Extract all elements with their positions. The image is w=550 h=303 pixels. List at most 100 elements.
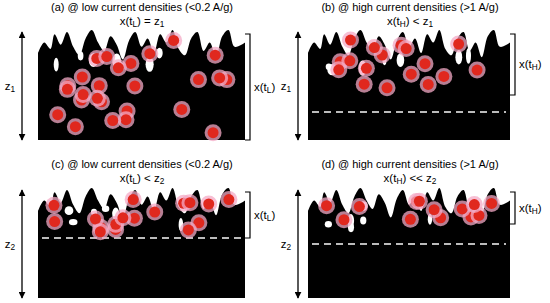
ion-halo [141,45,158,62]
ion-halo [125,191,142,208]
ion-halo [220,191,237,208]
ion-halo [180,221,197,238]
ion-dot [429,204,440,215]
ion-dot [129,80,140,91]
ion-dot [176,104,187,115]
ion-dot [203,199,214,210]
ion-halo [205,124,222,141]
depth-line [312,243,506,245]
thickness-arrow [297,190,298,298]
ion-halo [190,71,207,88]
ion-halo [59,81,76,98]
ion-halo [398,40,415,57]
pore [360,217,366,225]
equation: x(tH) < z1 [387,15,433,28]
thickness-label: z2 [5,238,15,251]
ion-dot [359,79,370,90]
ion-dot [208,127,219,138]
ion-halo [469,62,486,79]
depth-line [42,237,241,239]
ion-dot [369,42,380,53]
pore [78,51,84,60]
ion-dot [113,62,124,73]
ion-dot [120,114,131,125]
ion-dot [183,224,194,235]
pore [466,48,471,64]
ion-halo [351,198,368,215]
porous-carbon [308,30,510,140]
ion-halo [335,211,352,228]
ion-dot [223,194,234,205]
ion-dot [354,201,365,212]
equation: x(tL) < z2 [120,172,165,185]
ion-dot [77,71,88,82]
ion-dot [144,48,155,59]
ion-halo [75,86,92,103]
ion-halo [49,106,66,123]
depth-bracket [245,34,250,140]
ion-halo [420,76,437,93]
panel-title: (d) @ high current densities (>1 A/g) [321,158,498,171]
porous-carbon [38,30,245,140]
electrode-panel [22,30,250,141]
thickness-arrow [297,32,298,140]
depth-bracket [245,192,250,238]
thickness-label: z1 [281,80,291,93]
ion-halo [402,211,419,228]
ion-dot [338,214,349,225]
panel-title: (a) @ low current densities (<0.2 A/g) [51,1,233,14]
ion-dot [401,43,412,54]
depth-bracket [510,34,515,95]
ion-dot [486,198,497,209]
ion-halo [114,209,131,226]
ion-dot [361,63,372,74]
ion-halo [146,204,163,221]
ion-halo [417,55,434,72]
ion-dot [52,109,63,120]
ion-halo [318,197,335,214]
ion-dot [70,121,81,132]
panel-title: (b) @ high current densities (>1 A/g) [321,1,498,14]
ion-halo [366,39,383,56]
equation: x(tH) << z2 [384,172,437,185]
ion-dot [438,71,449,82]
ion-halo [110,59,127,76]
depth-label: x(tH) [519,202,542,215]
ion-halo [126,77,143,94]
ion-halo [466,196,483,213]
pore [54,58,59,72]
ion-halo [342,32,359,49]
depth-label: x(tL) [254,209,275,222]
depth-label: x(tL) [254,81,275,94]
ion-halo [403,66,420,83]
ion-dot [49,216,60,227]
depth-bracket [510,192,515,224]
thickness-arrow [21,190,22,298]
ion-dot [423,79,434,90]
pore [102,206,109,213]
ion-dot [333,64,344,75]
electrode-panel [22,188,250,298]
depth-label: x(tH) [519,58,542,71]
equation: x(tL) = z1 [120,15,165,28]
ion-dot [101,51,112,62]
ion-halo [426,201,443,218]
ion-halo [435,68,452,85]
ion-dot [128,194,139,205]
thickness-label: z2 [281,238,291,251]
ion-dot [48,200,59,211]
ion-halo [181,194,198,211]
pore [69,219,78,225]
ion-halo [74,68,91,85]
pore [65,206,74,215]
ion-halo [89,90,106,107]
porous-carbon [38,188,245,298]
ion-dot [210,50,221,61]
ion-dot [90,213,101,224]
ion-dot [472,65,483,76]
depth-line [312,111,506,113]
ion-dot [406,69,417,80]
ion-halo [92,223,109,240]
ion-dot [92,93,103,104]
ion-halo [211,69,228,86]
